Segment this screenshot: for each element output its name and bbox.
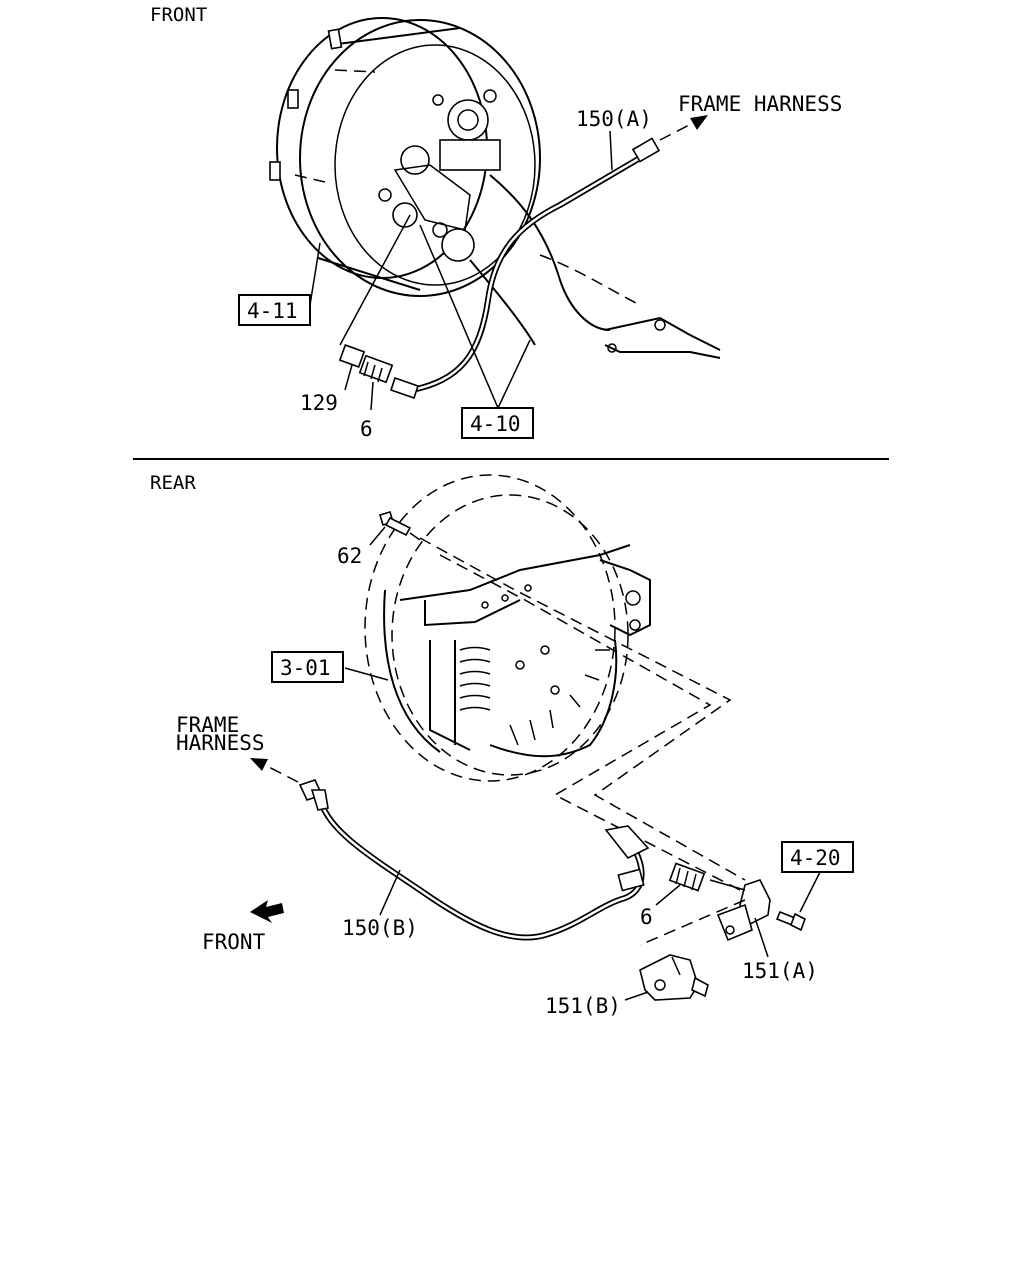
front-harness-label: FRAME HARNESS (678, 92, 842, 116)
callout-6-front: 6 (360, 417, 373, 441)
rear-brake-drum-drawing (364, 474, 651, 782)
rear-bushing-part (668, 862, 706, 892)
sensor-bracket-b (639, 954, 709, 1001)
direction-arrow-icon (250, 900, 284, 923)
front-axle-beam-drawing (469, 174, 721, 359)
section-title-front: FRONT (150, 4, 207, 26)
ref-box-4-10 (461, 407, 534, 439)
sensor-bracket-a (709, 879, 771, 942)
front-sensor-wire (389, 137, 661, 400)
ref-box-4-20 (781, 841, 854, 873)
rear-bolt-62 (369, 511, 421, 546)
rear-harness-arrow (250, 758, 299, 783)
ref-4-10: 4-10 (470, 412, 521, 436)
callout-62: 62 (337, 544, 362, 568)
callout-151a: 151(A) (742, 959, 818, 983)
callout-6-rear: 6 (640, 905, 653, 929)
rear-bolt-sensor (775, 871, 821, 932)
section-title-rear: REAR (150, 472, 196, 494)
rear-harness-label-line2: HARNESS (176, 731, 265, 755)
rear-harness-label-line1: FRAME (176, 713, 239, 737)
callout-150b: 150(B) (342, 916, 418, 940)
rear-sensor-wire (298, 779, 650, 941)
direction-label-front: FRONT (202, 930, 266, 954)
ref-4-11: 4-11 (247, 299, 298, 323)
front-bushing-parts (338, 344, 394, 384)
front-harness-arrow (659, 115, 708, 141)
front-hub-drum-drawing (269, 17, 541, 297)
callout-129: 129 (300, 391, 338, 415)
rear-cable-route-dashed (419, 537, 746, 891)
callout-151b: 151(B) (545, 994, 621, 1018)
ref-3-01: 3-01 (280, 656, 331, 680)
ref-box-3-01 (271, 651, 344, 683)
callout-150a: 150(A) (576, 107, 652, 131)
ref-4-20: 4-20 (790, 846, 841, 870)
ref-box-4-11 (238, 294, 311, 326)
